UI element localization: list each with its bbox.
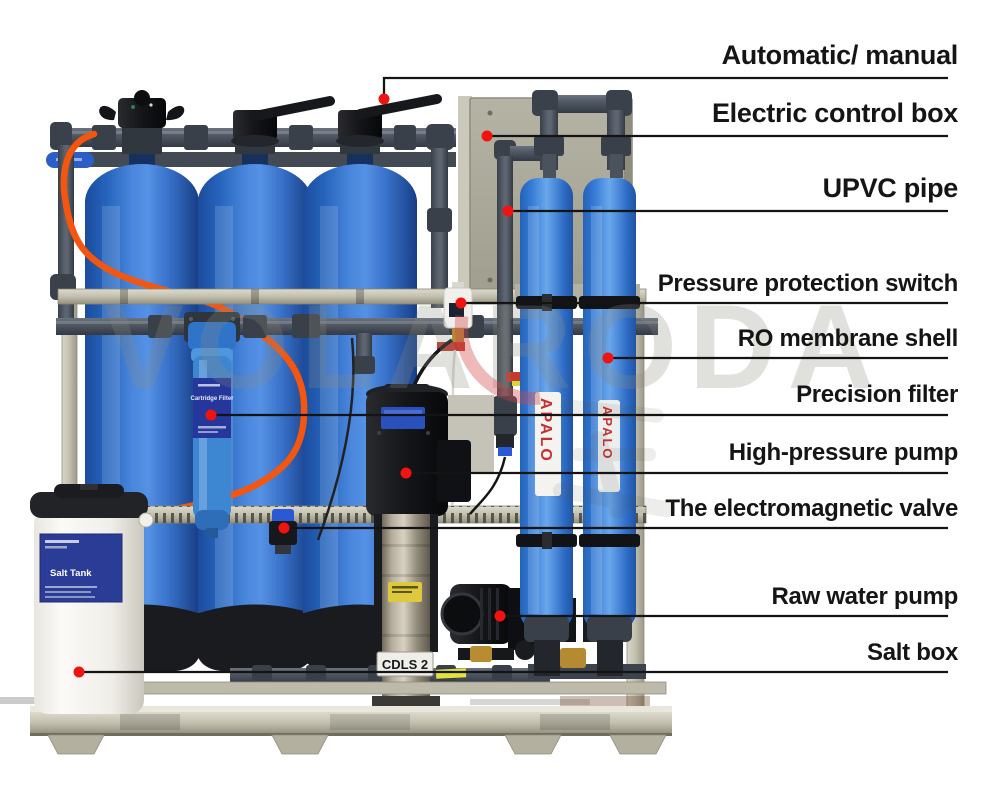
callout-dot-raw-water-pump	[494, 610, 506, 622]
cartridge-filter-label: Cartridge Filter	[190, 396, 234, 402]
callout-line-automatic-manual	[382, 76, 948, 99]
salt-tank-text: Salt Tank	[50, 568, 92, 579]
ro-membrane-2: APALO	[579, 178, 640, 676]
callout-label-salt-box: Salt box	[867, 639, 958, 666]
callout-dot-automatic-manual	[378, 93, 390, 105]
pump-model-label: CDLS 2	[382, 657, 428, 672]
high-pressure-pump: CDLS 2	[362, 338, 494, 717]
callout-dot-electric-control-box	[481, 130, 493, 142]
manual-valve-2	[336, 94, 442, 154]
brass-valve	[470, 646, 492, 662]
callout-dot-high-pressure-pump	[400, 467, 412, 479]
callout-label-upvc-pipe: UPVC pipe	[822, 173, 959, 203]
precision-filter: Cartridge Filter	[184, 312, 240, 538]
callout-dot-ro-membrane	[602, 352, 614, 364]
yellow-tag	[435, 668, 467, 679]
control-valve	[99, 90, 442, 154]
callout-dot-electromagnetic-valve	[278, 522, 290, 534]
callout-dot-pressure-switch	[455, 297, 467, 309]
membrane-top-piping	[532, 90, 632, 178]
callout-lines	[81, 76, 948, 674]
membrane-brand-label-2: APALO	[600, 406, 615, 461]
callout-label-pressure-switch: Pressure protection switch	[657, 270, 959, 297]
ro-membrane-1: APALO	[516, 178, 577, 676]
callout-dots	[73, 93, 614, 678]
callout-label-electric-control-box: Electric control box	[711, 98, 958, 128]
callout-label-electromagnetic-valve: The electromagnetic valve	[665, 495, 958, 522]
salt-box-label: Salt Tank	[39, 533, 123, 603]
callout-label-precision-filter: Precision filter	[796, 381, 958, 408]
salt-box: Salt Tank	[30, 484, 154, 714]
manual-valve-1	[231, 96, 335, 154]
automatic-valve	[99, 90, 185, 154]
callout-label-high-pressure-pump: High-pressure pump	[728, 439, 959, 466]
cable	[316, 337, 355, 541]
callout-label-ro-membrane: RO membrane shell	[737, 325, 959, 352]
callout-dot-salt-box	[73, 666, 85, 678]
callout-dot-upvc-pipe	[502, 205, 514, 217]
callout-label-raw-water-pump: Raw water pump	[771, 583, 959, 610]
ro-membrane-shell: APALO APALO	[516, 178, 640, 676]
callout-dot-precision-filter	[205, 409, 217, 421]
base-skid	[0, 681, 672, 755]
callout-label-automatic-manual: Automatic/ manual	[721, 40, 959, 70]
